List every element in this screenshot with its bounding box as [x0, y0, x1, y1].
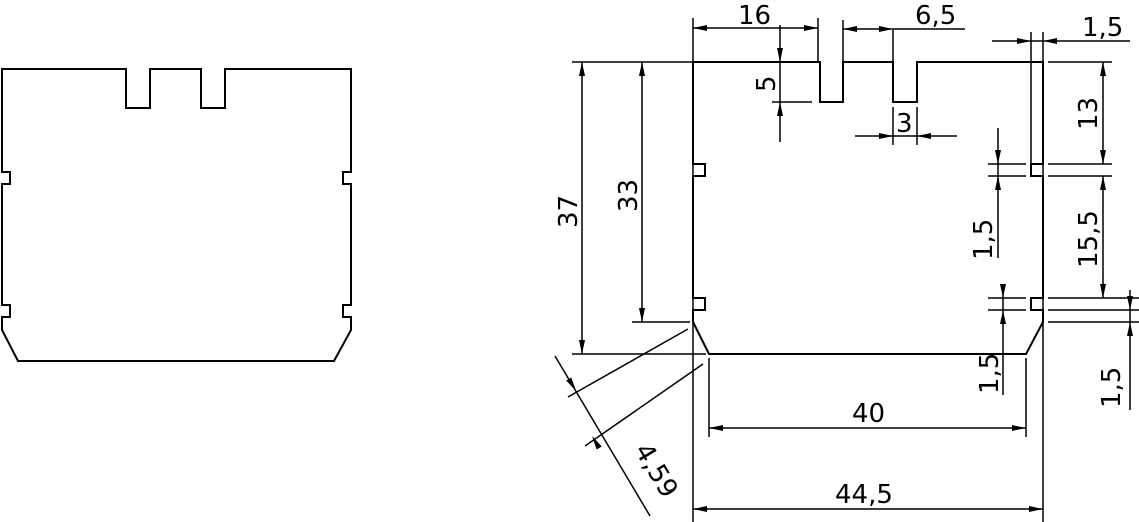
arrowhead — [639, 308, 645, 322]
arrowhead — [693, 506, 707, 512]
label-16: 16 — [738, 1, 771, 31]
arrowhead — [777, 48, 783, 62]
dimension-labels: 16 6,5 1,5 5 3 13 15,5 1,5 1,5 1,5 37 33… — [554, 1, 1127, 510]
label-33: 33 — [614, 179, 644, 212]
arrowhead — [917, 133, 931, 139]
arrowhead — [995, 176, 1001, 190]
label-37: 37 — [554, 195, 584, 228]
arrowhead — [995, 150, 1001, 164]
arrowhead — [693, 25, 707, 31]
arrowhead — [1100, 284, 1106, 298]
arrowhead — [1100, 176, 1106, 190]
arrowhead — [1127, 322, 1133, 336]
extension-lines — [567, 18, 1139, 522]
label-6-5: 6,5 — [915, 1, 956, 31]
arrowhead — [579, 340, 585, 354]
label-3: 3 — [896, 109, 913, 139]
dimension-arrows — [566, 25, 1133, 512]
arrowhead — [777, 102, 783, 116]
arrowhead — [566, 377, 576, 391]
arrowhead — [804, 25, 818, 31]
arrowhead — [1100, 150, 1106, 164]
label-13: 13 — [1074, 97, 1104, 130]
arrowhead — [1127, 296, 1133, 310]
arrowhead — [879, 133, 893, 139]
arrowhead — [1000, 284, 1006, 298]
label-1-5-notch: 1,5 — [969, 219, 999, 260]
arrowhead — [879, 26, 893, 32]
arrowhead — [843, 26, 857, 32]
label-44-5: 44,5 — [835, 480, 893, 510]
arrowhead — [1012, 425, 1026, 431]
label-5: 5 — [752, 75, 782, 92]
arrowhead — [579, 62, 585, 76]
label-1-5-depth: 1,5 — [975, 353, 1005, 394]
arrowhead — [639, 62, 645, 76]
arrowhead — [1100, 62, 1106, 76]
arrowhead — [592, 436, 602, 450]
profile-outline-simple — [0, 68, 352, 362]
label-40: 40 — [852, 399, 885, 429]
arrowhead — [1043, 38, 1057, 44]
arrowhead — [1017, 38, 1031, 44]
arrowhead — [1029, 506, 1043, 512]
label-1-5-top: 1,5 — [1082, 13, 1123, 43]
label-15-5: 15,5 — [1074, 210, 1104, 268]
label-1-5-bottom: 1,5 — [1097, 367, 1127, 408]
arrowhead — [709, 425, 723, 431]
arrowhead — [1000, 310, 1006, 324]
